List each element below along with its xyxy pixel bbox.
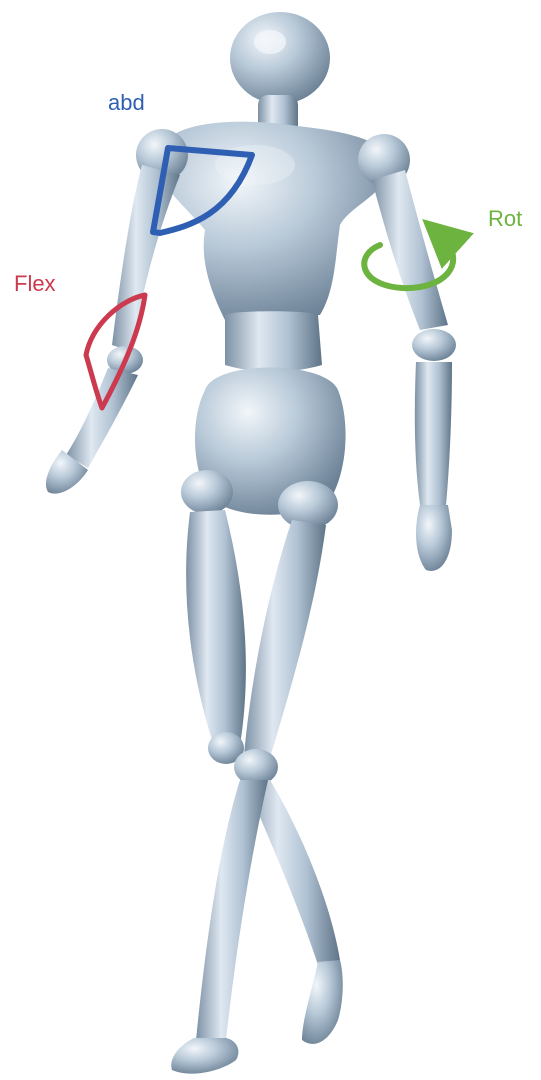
thigh-left	[186, 510, 246, 745]
abdomen	[225, 311, 322, 372]
label-flex: Flex	[14, 273, 56, 295]
label-abd: abd	[108, 92, 145, 114]
foot-right	[302, 960, 343, 1044]
forearm-left	[66, 368, 138, 468]
forearm-right	[415, 362, 452, 505]
upper-arm-right	[372, 170, 448, 330]
head	[230, 12, 330, 104]
shin-left	[196, 780, 268, 1040]
foot-left	[171, 1038, 238, 1074]
elbow-right	[412, 329, 456, 361]
label-rot: Rot	[488, 208, 522, 230]
hand-right	[416, 505, 452, 571]
upper-arm-left	[112, 165, 180, 352]
thigh-right	[244, 520, 326, 758]
